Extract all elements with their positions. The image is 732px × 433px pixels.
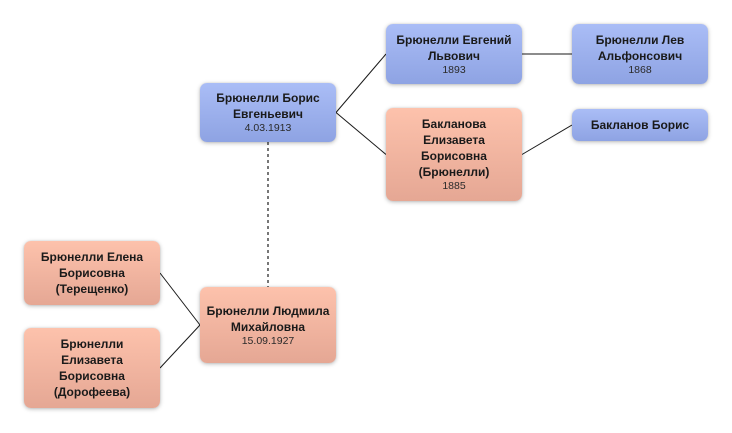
person-name: Брюнелли Евгений Львович — [396, 32, 512, 63]
person-node-boris[interactable]: Брюнелли Борис Евгеньевич 4.03.1913 — [200, 83, 336, 142]
connector-lyudmila-elizaveta_dorofeeva — [159, 324, 201, 369]
person-name: Бакланова Елизавета Борисовна (Брюнелли) — [418, 117, 490, 179]
person-node-elizaveta-baklanova[interactable]: Бакланова Елизавета Борисовна (Брюнелли)… — [386, 108, 522, 201]
person-name: Брюнелли Елена Борисовна (Терещенко) — [40, 250, 144, 296]
connector-boris-evgeny — [335, 53, 387, 113]
person-date: 1893 — [442, 63, 466, 76]
person-node-boris-baklanov[interactable]: Бакланов Борис — [572, 109, 708, 141]
person-node-evgeny[interactable]: Брюнелли Евгений Львович 1893 — [386, 24, 522, 84]
person-name: Брюнелли Борис Евгеньевич — [216, 91, 320, 121]
connector-boris-elizaveta_baklanova — [335, 112, 387, 155]
connector-lyudmila-elena — [159, 272, 201, 326]
person-node-lyudmila[interactable]: Брюнелли Людмила Михайловна 15.09.1927 — [200, 287, 336, 363]
person-name: Брюнелли Людмила Михайловна — [206, 303, 330, 334]
person-node-elizaveta-dorofeeva[interactable]: Брюнелли Елизавета Борисовна (Дорофеева) — [24, 328, 160, 408]
person-date: 1885 — [442, 180, 466, 192]
person-node-elena[interactable]: Брюнелли Елена Борисовна (Терещенко) — [24, 241, 160, 305]
connector-elizaveta_baklanova-boris_baklanov — [521, 124, 573, 155]
person-date: 1868 — [628, 63, 652, 76]
person-name: Брюнелли Елизавета Борисовна (Дорофеева) — [53, 337, 131, 399]
person-name: Брюнелли Лев Альфонсович — [595, 32, 685, 63]
person-node-lev[interactable]: Брюнелли Лев Альфонсович 1868 — [572, 24, 708, 84]
person-date: 4.03.1913 — [244, 122, 292, 134]
person-name: Бакланов Борис — [590, 118, 690, 132]
person-date: 15.09.1927 — [241, 334, 295, 347]
